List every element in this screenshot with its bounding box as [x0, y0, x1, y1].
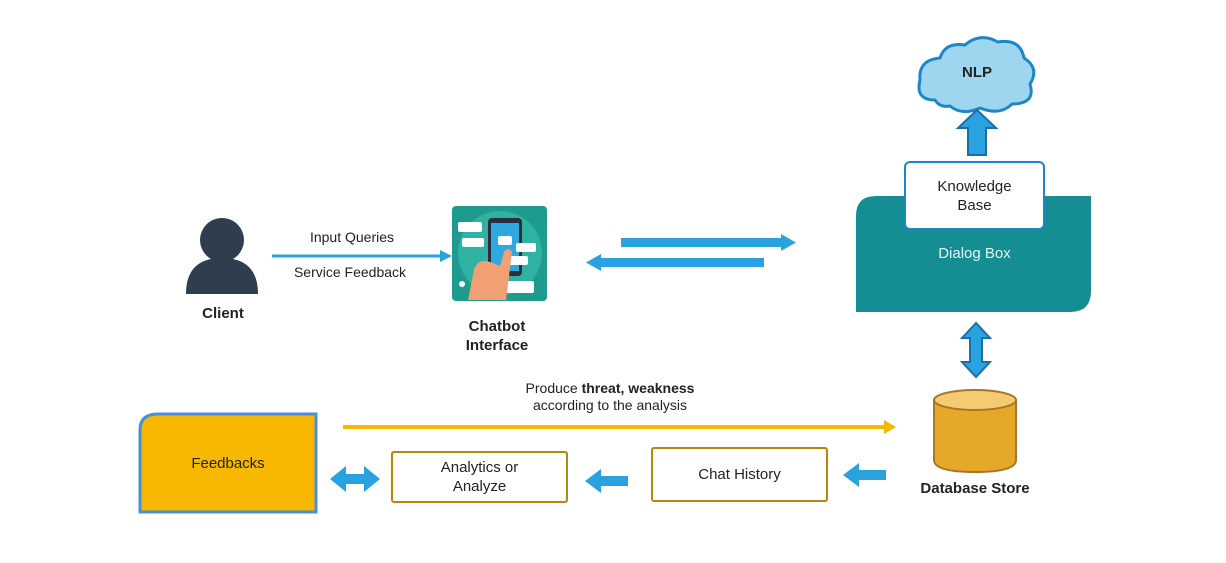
feedbacks-label: Feedbacks [191, 455, 265, 472]
produce-arrow [343, 420, 896, 434]
knowledge-base-line2: Base [957, 196, 992, 214]
input-queries-label: Input Queries [309, 229, 395, 245]
feedback-analytics-arrow [330, 466, 380, 492]
service-feedback-label: Service Feedback [293, 264, 407, 280]
up-arrow-to-nlp [955, 108, 999, 156]
knowledge-base-line1: Knowledge [937, 177, 1012, 195]
chatbot-label-line2: Interface [465, 337, 529, 354]
nlp-label: NLP [962, 64, 992, 81]
produce-bold: threat, weakness [581, 380, 695, 396]
history-analytics-arrow [585, 469, 628, 493]
produce-note: Produce threat, weakness according to th… [500, 380, 720, 414]
analytics-line1: Analytics or [440, 459, 519, 476]
chat-history-box: Chat History [651, 447, 828, 502]
chatbot-phone-icon [452, 206, 547, 301]
database-cylinder-icon [933, 389, 1017, 474]
analytics-line2: Analyze [452, 478, 507, 495]
analytics-box: Analytics or Analyze [391, 451, 568, 503]
produce-prefix: Produce [525, 380, 582, 396]
database-history-arrow [843, 463, 886, 487]
cloud-icon [917, 36, 1036, 113]
dialog-box-label: Dialog Box [938, 245, 1011, 262]
chatbot-interface-label: Chatbot Interface [447, 317, 547, 355]
chatbot-dialog-arrows [586, 234, 796, 271]
database-store-label: Database Store [920, 480, 1030, 497]
chatbot-label-line1: Chatbot [468, 318, 526, 335]
person-icon [186, 218, 258, 294]
client-label: Client [202, 305, 244, 322]
feedbacks-shape [138, 412, 318, 514]
knowledge-base-box: Knowledge Base [904, 161, 1045, 230]
produce-line2: according to the analysis [532, 397, 688, 413]
input-queries-arrow [272, 250, 452, 262]
dialog-database-arrow [959, 321, 993, 379]
